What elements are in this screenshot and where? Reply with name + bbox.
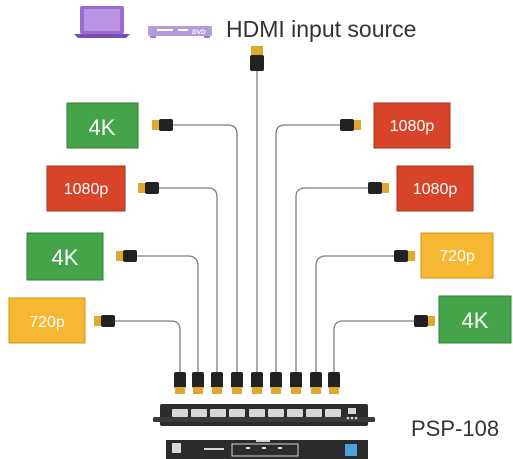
display-box <box>373 102 451 149</box>
display-label: 720p <box>439 248 475 265</box>
display-right-2: 1080p <box>396 165 474 212</box>
display-box <box>420 232 494 279</box>
display-right-4: 4K <box>438 295 512 344</box>
cable-left-1 <box>172 124 238 374</box>
display-label: 1080p <box>64 181 109 198</box>
dvd-player-icon: DVD <box>148 26 212 38</box>
display-label: 1080p <box>413 181 458 198</box>
right-display-connectors <box>340 119 435 327</box>
display-box <box>46 165 126 212</box>
source-title: HDMI input source <box>226 16 416 42</box>
display-label: 4K <box>462 308 489 333</box>
display-box <box>66 102 139 149</box>
dvd-label: DVD <box>192 29 206 36</box>
cable-group <box>114 70 414 374</box>
laptop-icon <box>74 6 130 38</box>
cable-right-3 <box>315 255 394 374</box>
cable-right-1 <box>275 124 340 374</box>
display-label: 720p <box>29 314 65 331</box>
display-label: 4K <box>89 115 116 140</box>
source-connector <box>250 46 264 71</box>
cable-left-2 <box>158 187 218 374</box>
display-left-2: 1080p <box>46 165 126 212</box>
display-box <box>396 165 474 212</box>
display-box <box>26 232 104 281</box>
display-label: 1080p <box>390 118 435 135</box>
display-right-1: 1080p <box>373 102 451 149</box>
left-display-connectors <box>94 119 173 327</box>
display-box <box>438 295 512 344</box>
device-model: PSP-108 <box>411 416 499 441</box>
cable-left-4 <box>114 320 181 374</box>
cable-right-4 <box>333 320 414 374</box>
splitter-port-connectors <box>174 372 340 394</box>
display-label: 4K <box>52 245 79 270</box>
display-left-4: 720p <box>8 297 86 344</box>
display-box <box>8 297 86 344</box>
display-right-3: 720p <box>420 232 494 279</box>
hdmi-splitter-back-icon <box>166 440 368 459</box>
cable-left-3 <box>136 255 199 374</box>
cable-right-2 <box>295 187 368 374</box>
display-left-1: 4K <box>66 102 139 149</box>
display-left-3: 4K <box>26 232 104 281</box>
hdmi-splitter-front-icon <box>153 404 375 426</box>
